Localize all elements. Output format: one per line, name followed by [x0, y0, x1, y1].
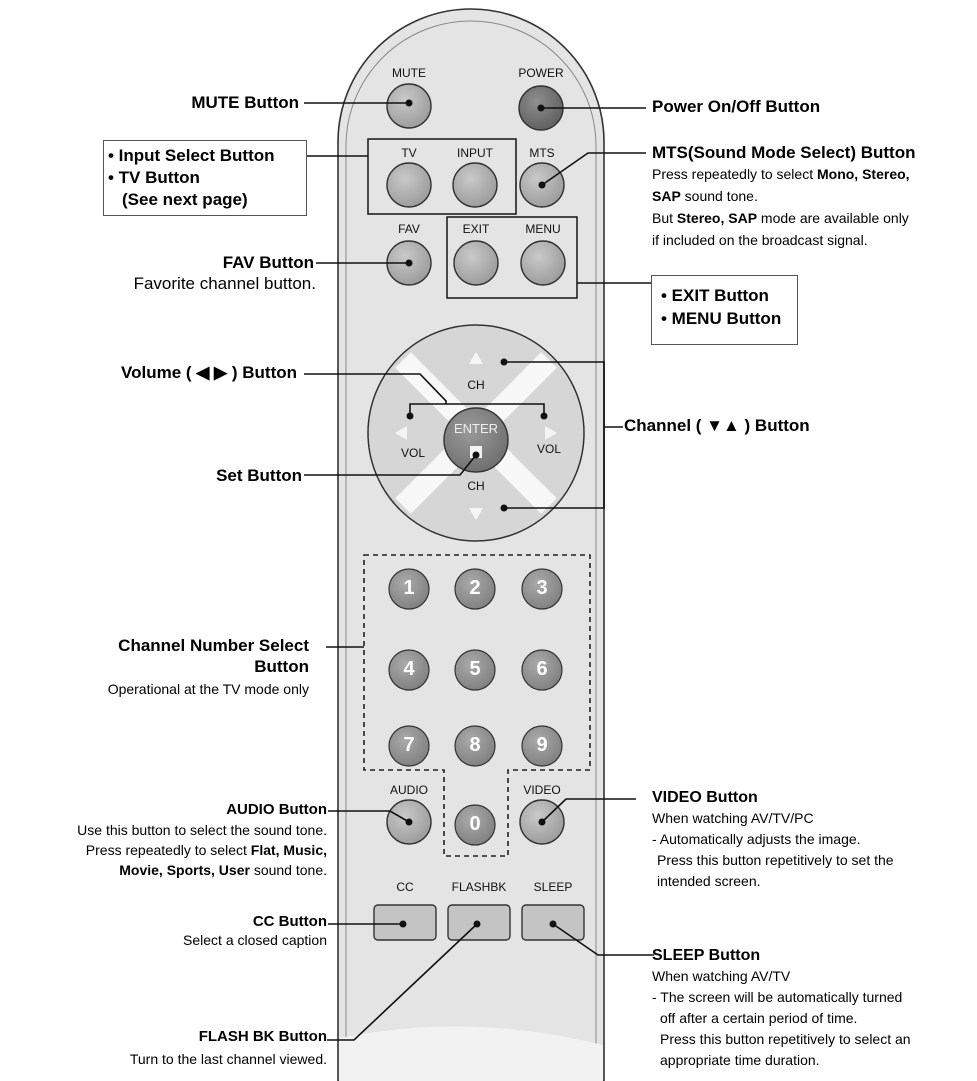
channel-callout-title: Channel ( ▼▲ ) Button — [624, 416, 810, 435]
sleep-callout-line-4: Press this button repetitively to select… — [660, 1031, 911, 1047]
digit-label: 8 — [469, 734, 481, 756]
fav-callout-title: FAV Button — [222, 253, 314, 272]
mts-callout-line-1: Press repeatedly to select Mono, Stereo, — [652, 166, 910, 182]
see-next-page-label: (See next page) — [122, 190, 248, 209]
digit-label: 4 — [403, 658, 415, 680]
tv-key[interactable] — [386, 162, 432, 208]
ch-up-arrow-icon — [469, 352, 483, 364]
ch-up-label: CH — [467, 378, 485, 392]
ch-down-arrow-icon — [469, 508, 483, 520]
vol-left-label: VOL — [400, 446, 425, 460]
remote-body-inner-edge — [345, 20, 597, 1081]
digit-key-7 — [388, 725, 430, 767]
digit-label: 3 — [536, 577, 548, 599]
power-key-label: POWER — [518, 66, 564, 80]
digit-label: 6 — [536, 658, 548, 680]
exit-button-label: • EXIT Button — [661, 286, 769, 305]
video-callout-line-1: When watching AV/TV/PC — [652, 810, 814, 826]
digit-label: 9 — [536, 734, 548, 756]
mts-callout-line-2: SAP sound tone. — [652, 188, 758, 204]
digit-label: 1 — [403, 577, 415, 599]
flashbk-key-label: FLASHBK — [451, 880, 507, 894]
leader-lines — [304, 102, 654, 1041]
video-callout-title: VIDEO Button — [652, 789, 758, 806]
digit-key-4 — [388, 649, 430, 691]
video-callout-line-2: - Automatically adjusts the image. — [652, 831, 861, 847]
flashbk-callout-desc: Turn to the last channel viewed. — [129, 1051, 327, 1067]
sleep-callout-line-2: - The screen will be automatically turne… — [652, 989, 903, 1005]
number-pad-group — [363, 554, 591, 857]
tv-input-group — [367, 138, 517, 215]
digit-key-8 — [454, 725, 496, 767]
ch-down-label: CH — [467, 479, 485, 493]
audio-key-label: AUDIO — [389, 783, 428, 797]
menu-key[interactable] — [520, 240, 566, 286]
vol-right-arrow-icon — [545, 426, 557, 440]
sleep-callout-line-5: appropriate time duration. — [660, 1052, 820, 1068]
set-callout-title: Set Button — [216, 466, 302, 485]
mute-callout-title: MUTE Button — [191, 93, 299, 112]
cc-callout-title: CC Button — [252, 913, 327, 930]
volume-callout-title: Volume ( ◀ ▶ ) Button — [121, 363, 297, 382]
remote-bottom-shade — [339, 1026, 603, 1081]
digit-label: 2 — [469, 577, 481, 599]
input-key[interactable] — [452, 162, 498, 208]
video-callout-line-4: intended screen. — [657, 873, 761, 889]
digit-key-0 — [454, 804, 496, 846]
exit-menu-callout-box: • EXIT Button • MENU Button — [651, 275, 798, 345]
digit-label: 7 — [403, 734, 415, 756]
mts-callout-line-3: But Stereo, SAP mode are available only — [652, 210, 909, 226]
sleep-callout-title: SLEEP Button — [652, 947, 761, 964]
digit-key-6 — [521, 649, 563, 691]
sleep-callout-line-3: off after a certain period of time. — [660, 1010, 858, 1026]
audio-callout-line-2: Press repeatedly to select Flat, Music, — [85, 842, 327, 858]
menu-key-label: MENU — [525, 222, 561, 236]
audio-callout-title: AUDIO Button — [226, 801, 327, 818]
sleep-key-label: SLEEP — [533, 880, 573, 894]
number-callout-desc: Operational at the TV mode only — [107, 681, 309, 697]
cc-key-label: CC — [396, 880, 414, 894]
cc-callout-desc: Select a closed caption — [183, 932, 327, 948]
leader-dots — [399, 99, 557, 928]
fav-callout-desc: Favorite channel button. — [133, 274, 316, 293]
sleep-callout-line-1: When watching AV/TV — [652, 968, 791, 984]
exit-key[interactable] — [453, 240, 499, 286]
menu-button-label: • MENU Button — [661, 309, 782, 328]
digit-label: 5 — [469, 658, 481, 680]
enter-key[interactable] — [443, 407, 509, 473]
mts-key-label: MTS — [529, 146, 555, 160]
exit-key-label: EXIT — [462, 222, 490, 236]
digit-key-1 — [388, 568, 430, 610]
fav-key-label: FAV — [398, 222, 420, 236]
digit-key-9 — [521, 725, 563, 767]
vol-right-label: VOL — [536, 442, 561, 456]
digit-key-2 — [454, 568, 496, 610]
number-callout-title-2: Button — [254, 657, 309, 676]
input-select-label: • Input Select Button — [108, 146, 275, 165]
exit-menu-group — [446, 216, 578, 299]
number-callout-title-1: Channel Number Select — [118, 636, 309, 655]
input-tv-callout-box: • Input Select Button • TV Button (See n… — [103, 140, 307, 216]
mts-callout-line-4: if included on the broadcast signal. — [652, 232, 868, 248]
vol-left-arrow-icon — [395, 426, 407, 440]
tv-key-label: TV — [401, 146, 417, 160]
video-callout-line-3: Press this button repetitively to set th… — [657, 852, 894, 868]
enter-key-label: ENTER — [453, 421, 499, 436]
digit-key-3 — [521, 568, 563, 610]
mts-callout-title: MTS(Sound Mode Select) Button — [652, 143, 916, 162]
video-key-label: VIDEO — [523, 783, 561, 797]
digit-key-5 — [454, 649, 496, 691]
audio-callout-line-3: Movie, Sports, User sound tone. — [119, 862, 327, 878]
audio-callout-line-1: Use this button to select the sound tone… — [77, 822, 327, 838]
tv-button-label: • TV Button — [108, 168, 200, 187]
mute-key-label: MUTE — [392, 66, 426, 80]
number-keys — [388, 568, 563, 846]
input-key-label: INPUT — [457, 146, 493, 160]
flashbk-callout-title: FLASH BK Button — [198, 1028, 327, 1045]
digit-label: 0 — [469, 813, 481, 835]
power-callout-title: Power On/Off Button — [652, 97, 821, 116]
